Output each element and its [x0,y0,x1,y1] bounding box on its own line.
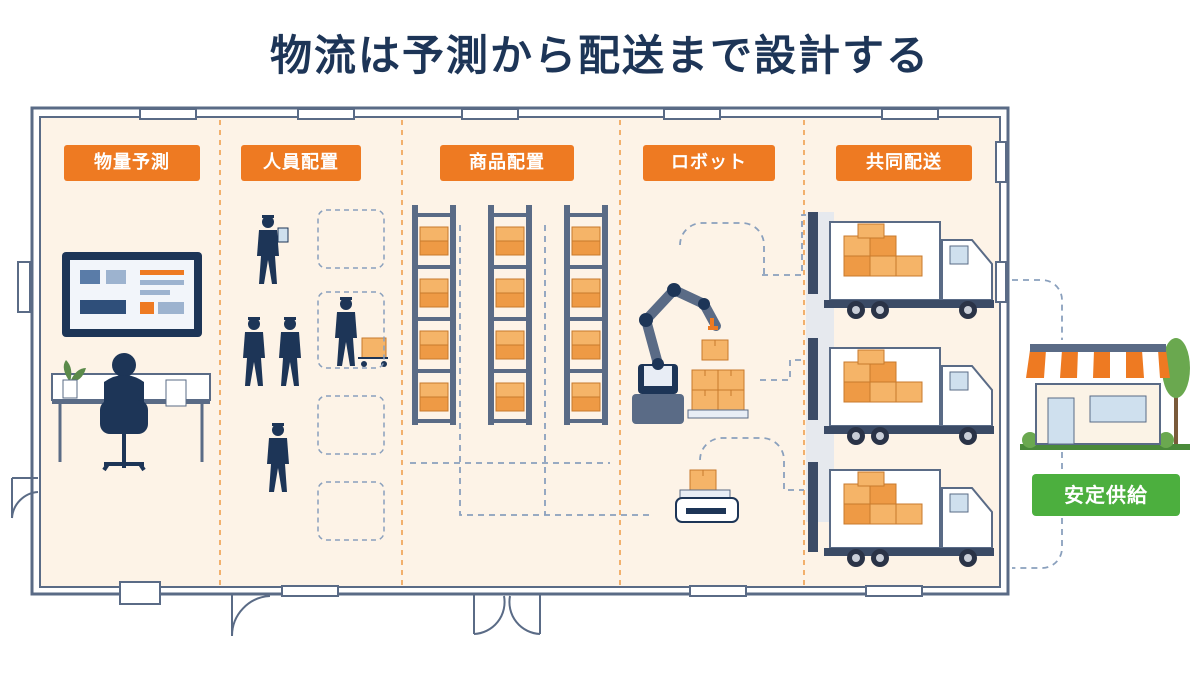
stable-supply-label: 安定供給 [1032,474,1180,516]
agv-robot-icon [675,469,739,523]
store-icon [1020,338,1190,450]
zone-label-joint-delivery: 共同配送 [836,145,972,181]
doors [11,477,541,637]
worker-group-icon [243,215,388,492]
staffing-slots [317,209,385,541]
page-title: 物流は予測から配送まで設計する [269,31,930,80]
zone-label-forecast: 物量予測 [64,145,200,181]
flow-paths [410,214,1063,569]
robot-arm-icon [632,283,749,424]
forecast-workstation-icon [51,252,211,472]
delivery-truck-icon [823,221,995,568]
windows [17,108,1007,597]
zone-label-robot: ロボット [643,145,775,181]
zone-label-product-placement: 商品配置 [440,145,574,181]
zone-label-staffing: 人員配置 [241,145,361,181]
outer-wall [30,106,1010,596]
zone-dividers [219,120,805,585]
